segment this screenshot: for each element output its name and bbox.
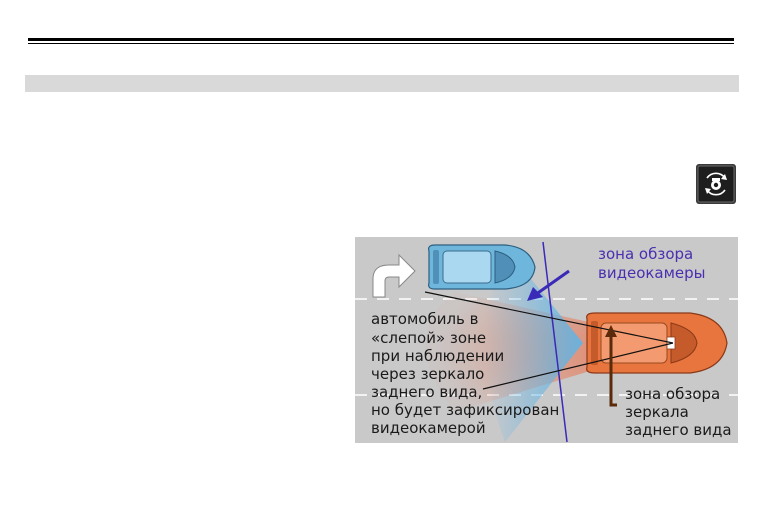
camera-zone-boundary: [542, 241, 568, 443]
header-rule-thick: [28, 38, 734, 41]
camera-zone-arrow: [534, 269, 570, 297]
camera-rotate-icon: [696, 164, 736, 204]
blind-spot-figure: зона обзора видеокамеры автомобиль в «сл…: [355, 237, 738, 443]
sight-line-upper: [424, 291, 674, 344]
section-band: [25, 75, 739, 92]
sight-line-lower: [482, 342, 674, 390]
mirror-zone-arrow: [609, 335, 617, 407]
mirror-zone-label: зона обзора зеркала заднего вида: [625, 385, 732, 439]
turn-arrow: [372, 253, 416, 298]
orange-car: [586, 312, 728, 374]
blue-car: [428, 244, 536, 290]
camera-view-zone: [485, 247, 583, 442]
header-rule-thin: [28, 43, 734, 44]
blind-spot-label: автомобиль в «слепой» зоне при наблюдени…: [371, 310, 564, 437]
camera-zone-label: зона обзора видеокамеры: [598, 245, 706, 282]
